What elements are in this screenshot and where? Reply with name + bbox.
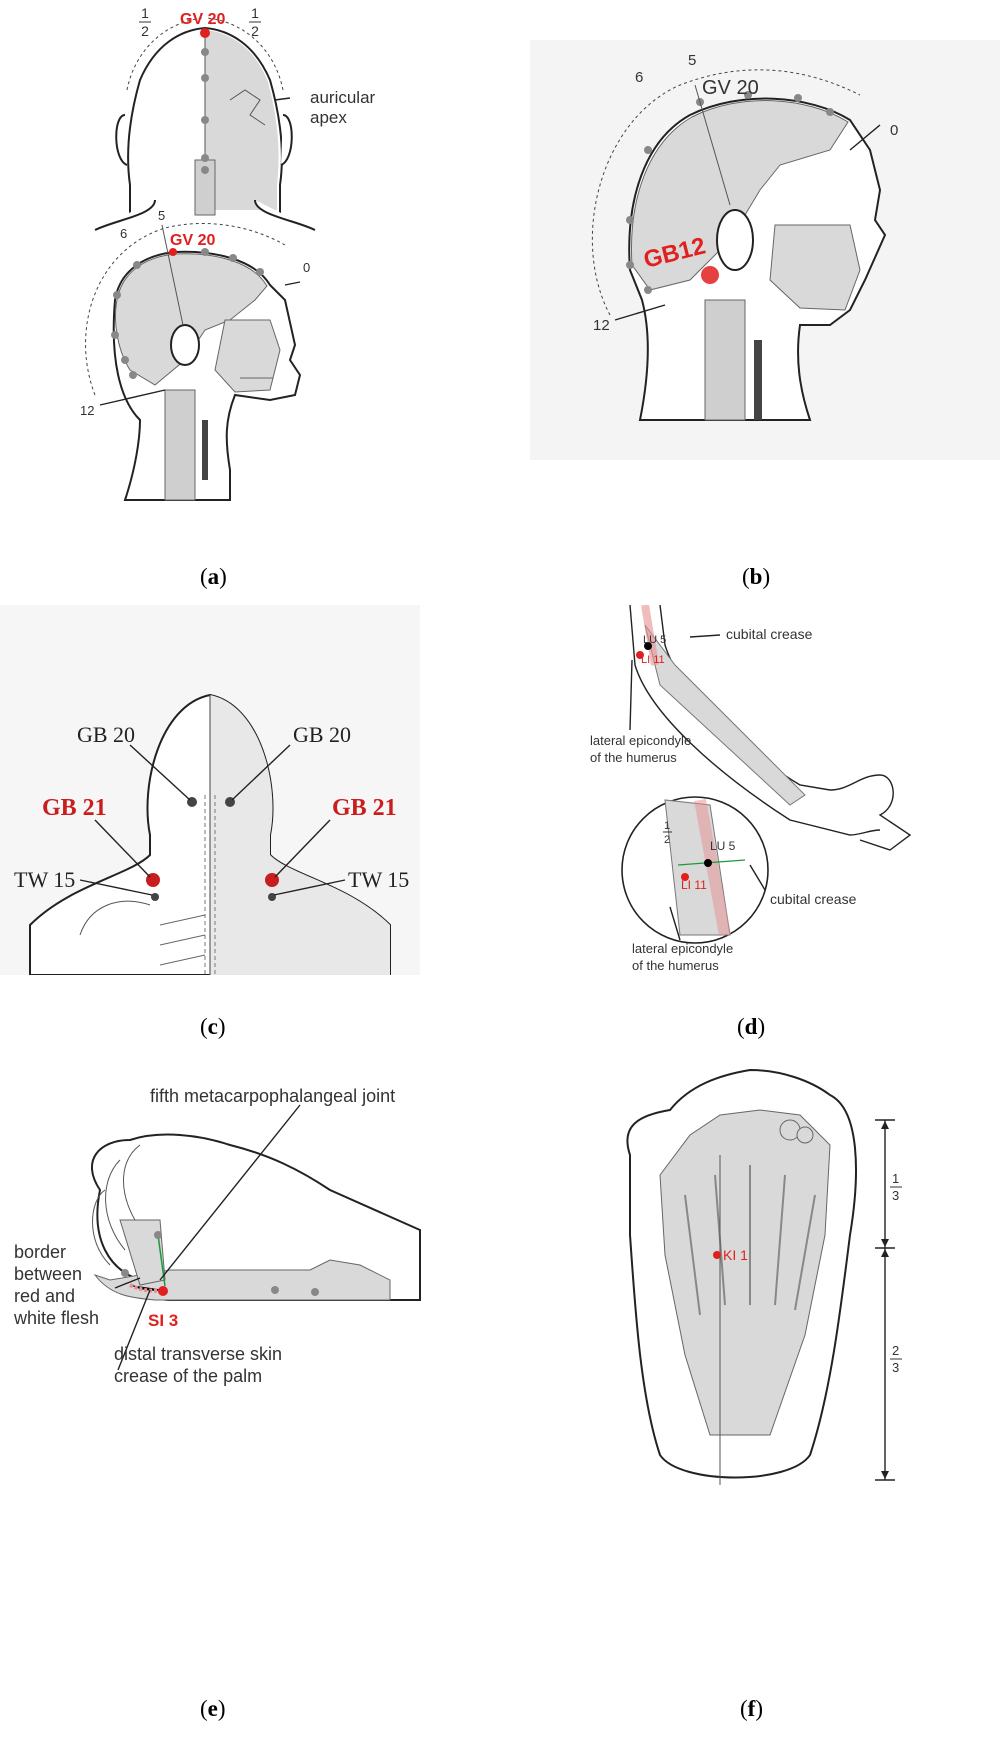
lateral-head — [86, 223, 300, 500]
crease-label-1: distal transverse skin — [114, 1344, 282, 1364]
tw15-left-label: TW 15 — [14, 867, 75, 892]
tw15-right-label: TW 15 — [348, 867, 409, 892]
caption-d: (d) — [737, 1014, 765, 1040]
panel-c: GB 20 GB 20 GB 21 GB 21 TW 15 TW 15 — [0, 605, 420, 975]
panel-b: GV 20 GB12 6 5 0 12 — [530, 40, 1000, 460]
gb20-left-label: GB 20 — [77, 722, 135, 747]
third-num: 1 — [892, 1171, 899, 1186]
panel-d-figure: LU 5 LI 11 cubital crease lateral epicon… — [560, 605, 940, 990]
epicondyle-top-2: of the humerus — [590, 750, 677, 765]
twothirds-den: 3 — [892, 1360, 899, 1375]
epicondyle-zoom-1: lateral epicondyle — [632, 941, 733, 956]
epicondyle-top-1: lateral epicondyle — [590, 733, 691, 748]
panel-a: GV 20 1 2 1 2 auricular apex — [55, 0, 455, 520]
scale-5-a: 5 — [158, 208, 165, 223]
panel-b-figure: GV 20 GB12 6 5 0 12 — [530, 40, 1000, 460]
fist — [92, 1105, 420, 1370]
twothirds-num: 2 — [892, 1343, 899, 1358]
gb21-right-label: GB 21 — [332, 795, 397, 821]
crease-label-2: crease of the palm — [114, 1366, 262, 1386]
caption-b: (b) — [742, 564, 770, 590]
panel-f: KI 1 1 3 2 3 — [590, 1055, 950, 1495]
li11-label-zoom: LI 11 — [681, 878, 707, 892]
scale-6-a: 6 — [120, 226, 127, 241]
cubital-label-zoom: cubital crease — [770, 891, 857, 907]
panel-d: LU 5 LI 11 cubital crease lateral epicon… — [560, 605, 940, 990]
cubital-label-top: cubital crease — [726, 626, 813, 642]
panel-e-figure: fifth metacarpophalangeal joint border b… — [0, 1050, 470, 1470]
ki1-dot — [713, 1251, 721, 1259]
posterior-head — [95, 18, 315, 230]
panel-e: fifth metacarpophalangeal joint border b… — [0, 1050, 470, 1470]
lu5-label-zoom: LU 5 — [710, 839, 736, 853]
scale-12-b: 12 — [593, 317, 610, 334]
border-label-1: border — [14, 1242, 66, 1262]
epicondyle-zoom-2: of the humerus — [632, 958, 719, 973]
border-label-4: white flesh — [13, 1308, 99, 1328]
gv20-label-top: GV 20 — [180, 11, 225, 28]
half-left-num: 1 — [141, 5, 149, 21]
scale-0-b: 0 — [890, 122, 898, 139]
foot-sole — [627, 1070, 856, 1485]
third-den: 3 — [892, 1188, 899, 1203]
caption-a: (a) — [200, 564, 227, 590]
gb21-left-label: GB 21 — [42, 795, 107, 821]
gb12-dot — [701, 266, 719, 284]
elbow-zoom — [622, 797, 768, 943]
border-label-3: red and — [14, 1286, 75, 1306]
panel-c-figure: GB 20 GB 20 GB 21 GB 21 TW 15 TW 15 — [0, 605, 420, 975]
gv20-dot-side — [169, 248, 177, 256]
caption-f: (f) — [740, 1696, 763, 1722]
gv20-dot-top — [200, 28, 210, 38]
half-right-den: 2 — [251, 23, 259, 39]
border-label-2: between — [14, 1264, 82, 1284]
lu5-label-top: LU 5 — [643, 634, 666, 646]
caption-e: (e) — [200, 1696, 226, 1722]
auricular-label-2: apex — [310, 108, 347, 127]
caption-c: (c) — [200, 1014, 226, 1040]
scale-5-b: 5 — [688, 52, 696, 69]
half-right-num: 1 — [251, 5, 259, 21]
ki1-label: KI 1 — [723, 1247, 748, 1263]
gb20-right-label: GB 20 — [293, 722, 351, 747]
gv20-label-side: GV 20 — [170, 232, 215, 249]
auricular-label-1: auricular — [310, 88, 376, 107]
half-den-d: 2 — [664, 834, 670, 846]
scale-0-a: 0 — [303, 260, 310, 275]
gv20-label-b: GV 20 — [702, 77, 759, 99]
panel-f-figure: KI 1 1 3 2 3 — [590, 1055, 950, 1495]
joint-label: fifth metacarpophalangeal joint — [150, 1086, 395, 1106]
half-num-d: 1 — [664, 820, 670, 832]
panel-a-figure: GV 20 1 2 1 2 auricular apex — [55, 0, 455, 520]
li11-label-top: LI 11 — [641, 654, 665, 666]
si3-label: SI 3 — [148, 1311, 178, 1330]
scale-12-a: 12 — [80, 403, 94, 418]
si3-dot — [158, 1286, 168, 1296]
scale-6-b: 6 — [635, 69, 643, 86]
half-left-den: 2 — [141, 23, 149, 39]
